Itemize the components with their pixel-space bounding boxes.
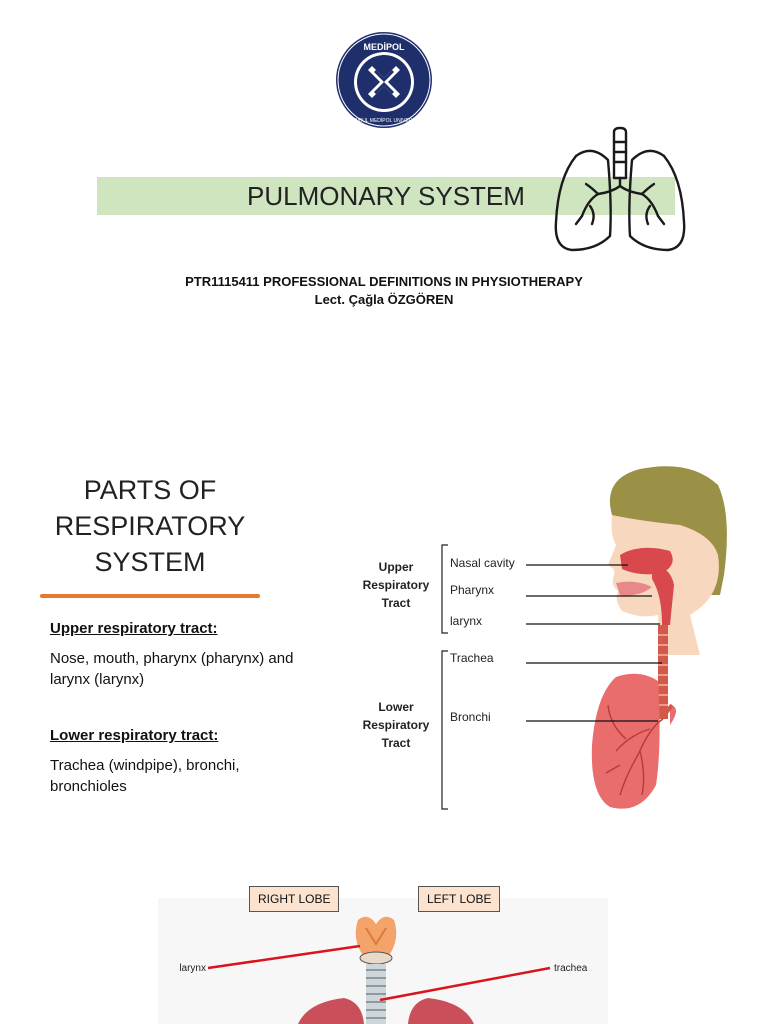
larynx-label: larynx — [179, 963, 206, 974]
trachea-label: trachea — [554, 963, 588, 974]
upper-group-label: Tract — [382, 596, 411, 610]
bronchi-label: Bronchi — [450, 710, 491, 724]
lower-tract-heading: Lower respiratory tract: — [50, 727, 219, 744]
larynx-trachea-illustration: larynx trachea — [179, 916, 588, 1024]
lower-group-label: Tract — [382, 736, 411, 750]
trachea-label: Trachea — [450, 651, 494, 665]
lungs-icon — [554, 126, 686, 252]
lower-group-label: Lower — [378, 700, 414, 714]
lecturer-name: Lect. Çağla ÖZGÖREN — [314, 292, 454, 307]
nasal-cavity-label: Nasal cavity — [450, 556, 515, 570]
respiratory-tract-diagram: Upper Respiratory Tract Lower Respirator… — [363, 466, 727, 810]
larynx-pointer — [207, 944, 361, 970]
upper-tract-heading: Upper respiratory tract: — [50, 620, 218, 637]
right-lobe-label: RIGHT LOBE — [249, 886, 340, 912]
pharynx-label: Pharynx — [450, 583, 494, 597]
larynx-label: larynx — [450, 614, 482, 628]
page-title: PULMONARY SYSTEM — [247, 181, 525, 211]
university-logo: MEDİPOL İSTANBUL MEDİPOL UNIVERSITY — [336, 32, 432, 128]
upper-tract-text: Nose, mouth, pharynx (pharynx) and laryn… — [50, 650, 294, 688]
upper-group-label: Respiratory — [363, 578, 430, 592]
title-underline — [40, 594, 260, 598]
course-code-line: PTR1115411 PROFESSIONAL DEFINITIONS IN P… — [185, 274, 583, 289]
upper-group-label: Upper — [379, 560, 414, 574]
lower-tract-text: Trachea (windpipe), bronchi, bronchioles — [50, 757, 240, 795]
logo-ring-text: İSTANBUL MEDİPOL UNIVERSITY — [345, 117, 425, 124]
slide-title-line: SYSTEM — [94, 547, 206, 577]
slide-title: PARTS OF RESPIRATORY SYSTEM — [30, 472, 270, 580]
slide-title-line: PARTS OF — [83, 475, 217, 505]
left-lobe-label: LEFT LOBE — [418, 886, 501, 912]
lower-group-label: Respiratory — [363, 718, 430, 732]
slide-title-line: RESPIRATORY — [54, 511, 246, 541]
logo-top-text: MEDİPOL — [363, 42, 405, 52]
trachea-pointer — [379, 966, 551, 1002]
title-bar — [97, 177, 675, 215]
